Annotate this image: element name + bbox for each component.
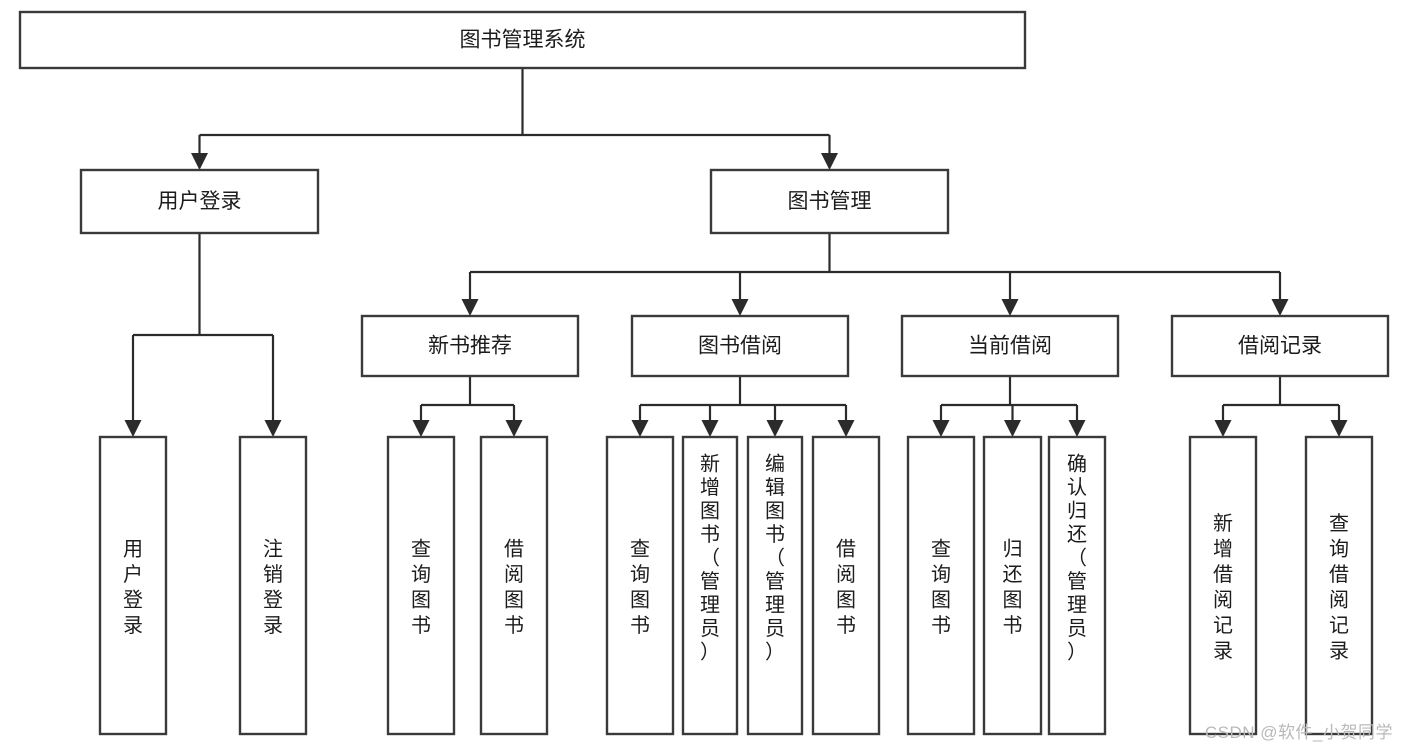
node-new-book-recommend[interactable]: 新书推荐 [360,314,580,378]
arrowhead-query-borrow-record [1330,420,1348,437]
arrowhead-return-book [1004,420,1021,437]
node-label-query-borrow-record: 查询借阅记录 [1329,512,1349,663]
node-box-book-management[interactable] [709,168,950,235]
node-label-confirm-return-admin: 确认归还（管理员） [1067,452,1087,663]
node-box-user-login-leaf[interactable] [98,435,168,736]
arrowhead-user-login-leaf [124,420,142,437]
node-user-logout-leaf[interactable]: 注销登录 [238,435,308,736]
arrowhead-borrow-book-1 [505,420,523,437]
node-box-borrow-book-2[interactable] [811,435,881,736]
node-box-borrow-records[interactable] [1170,314,1390,378]
node-box-new-book-recommend[interactable] [360,314,580,378]
node-label-add-book-admin: 新增图书（管理员） [700,452,720,663]
node-box-query-book-2[interactable] [605,435,675,736]
node-current-borrow[interactable]: 当前借阅 [900,314,1120,378]
node-borrow-book-2[interactable]: 借阅图书 [811,435,881,736]
node-label-borrow-records: 借阅记录 [1238,335,1322,358]
arrowhead-user-logout-leaf [264,420,282,437]
node-query-book-1[interactable]: 查询图书 [386,435,456,736]
nodes-layer: 图书管理系统用户登录图书管理用户登录注销登录新书推荐查询图书借阅图书图书借阅查询… [18,10,1390,736]
node-label-edit-book-admin: 编辑图书（管理员） [765,452,785,663]
node-box-book-borrow[interactable] [630,314,850,378]
node-add-borrow-record[interactable]: 新增借阅记录 [1188,435,1258,736]
node-box-query-book-1[interactable] [386,435,456,736]
node-label-new-book-recommend: 新书推荐 [428,335,512,358]
node-label-current-borrow: 当前借阅 [968,335,1052,358]
node-user-login-leaf[interactable]: 用户登录 [98,435,168,736]
node-label-borrow-book-2: 借阅图书 [836,537,856,637]
node-box-return-book[interactable] [982,435,1043,736]
connectors-layer [124,68,1348,437]
arrowhead-book-borrow [731,299,749,316]
node-root[interactable]: 图书管理系统 [18,10,1027,70]
node-box-add-book-admin[interactable] [681,435,739,736]
arrowhead-query-book-3 [932,420,950,437]
node-query-borrow-record[interactable]: 查询借阅记录 [1304,435,1374,736]
node-label-query-book-2: 查询图书 [630,537,650,637]
arrowhead-borrow-book-2 [837,420,855,437]
node-label-user-login: 用户登录 [158,190,242,213]
node-box-borrow-book-1[interactable] [479,435,549,736]
node-query-book-2[interactable]: 查询图书 [605,435,675,736]
arrowhead-confirm-return-admin [1068,420,1086,437]
arrowhead-add-borrow-record [1214,420,1232,437]
arrowhead-query-book-2 [631,420,649,437]
node-label-borrow-book-1: 借阅图书 [504,537,524,637]
node-label-root: 图书管理系统 [460,29,586,52]
node-label-add-borrow-record: 新增借阅记录 [1213,512,1233,663]
node-add-book-admin[interactable]: 新增图书（管理员） [681,435,739,736]
arrowhead-edit-book-admin [766,420,784,437]
node-label-book-management: 图书管理 [788,190,872,213]
node-box-current-borrow[interactable] [900,314,1120,378]
arrowhead-add-book-admin [701,420,719,437]
arrowhead-current-borrow [1001,299,1019,316]
node-label-query-book-1: 查询图书 [411,537,431,637]
node-box-confirm-return-admin[interactable] [1047,435,1107,736]
arrowhead-new-book-recommend [461,299,479,316]
node-label-user-login-leaf: 用户登录 [123,538,143,637]
node-box-root[interactable] [18,10,1027,70]
node-label-query-book-3: 查询图书 [931,537,951,637]
node-borrow-book-1[interactable]: 借阅图书 [479,435,549,736]
node-return-book[interactable]: 归还图书 [982,435,1043,736]
node-label-book-borrow: 图书借阅 [698,335,782,358]
node-box-user-login[interactable] [79,168,320,235]
arrowhead-user-login [191,153,208,170]
arrowhead-query-book-1 [412,420,430,437]
node-label-user-logout-leaf: 注销登录 [263,537,283,637]
node-book-borrow[interactable]: 图书借阅 [630,314,850,378]
node-label-return-book: 归还图书 [1003,537,1023,637]
node-box-query-book-3[interactable] [906,435,976,736]
arrowhead-book-management [821,153,838,170]
arrowhead-borrow-records [1271,299,1289,316]
node-user-login[interactable]: 用户登录 [79,168,320,235]
node-edit-book-admin[interactable]: 编辑图书（管理员） [746,435,804,736]
node-box-edit-book-admin[interactable] [746,435,804,736]
node-box-query-borrow-record[interactable] [1304,435,1374,736]
node-book-management[interactable]: 图书管理 [709,168,950,235]
node-box-user-logout-leaf[interactable] [238,435,308,736]
node-box-add-borrow-record[interactable] [1188,435,1258,736]
node-query-book-3[interactable]: 查询图书 [906,435,976,736]
node-confirm-return-admin[interactable]: 确认归还（管理员） [1047,435,1107,736]
csdn-watermark: CSDN @软件_小贺同学 [1204,723,1393,742]
node-borrow-records[interactable]: 借阅记录 [1170,314,1390,378]
